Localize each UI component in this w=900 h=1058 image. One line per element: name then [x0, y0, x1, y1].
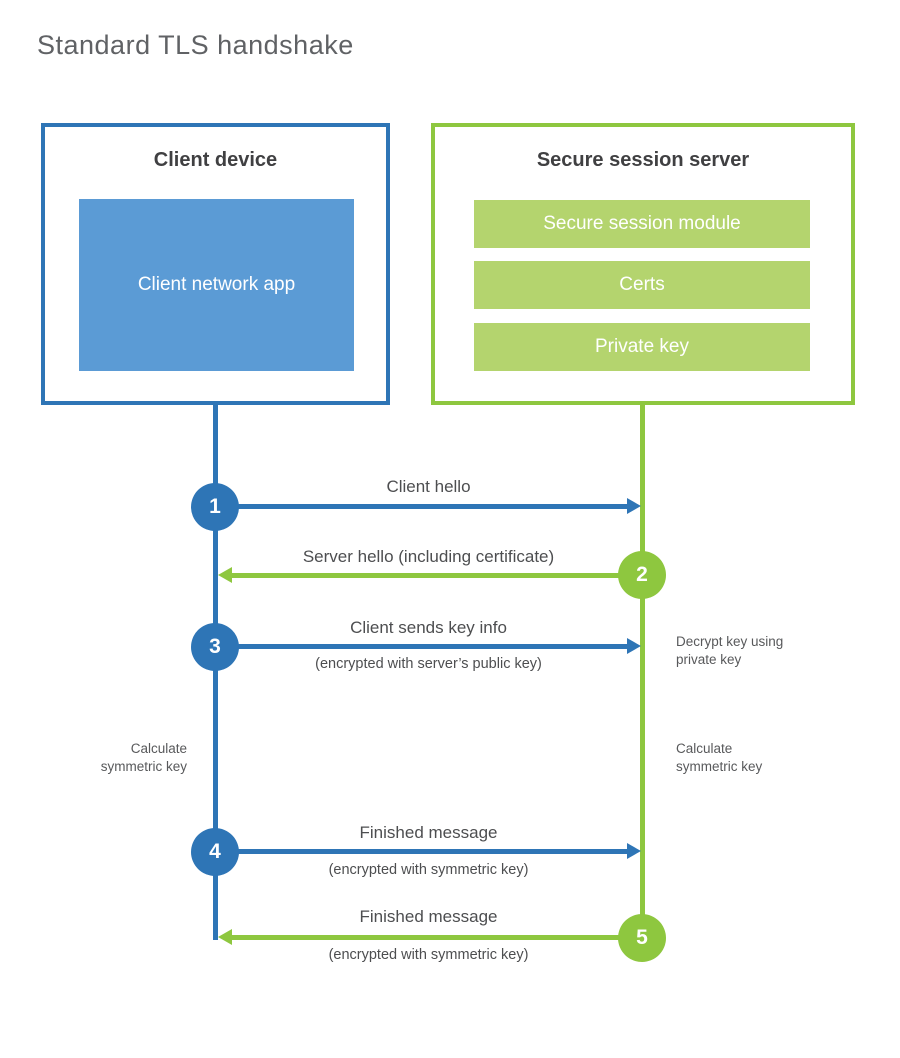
step5-circle: 5: [618, 914, 666, 962]
client-network-app-box: Client network app: [79, 199, 354, 371]
step2-arrow: [218, 567, 642, 583]
arrow-right-icon: [627, 638, 641, 654]
step4-circle: 4: [191, 828, 239, 876]
step1-number: 1: [209, 495, 221, 518]
step3-label: Client sends key info: [350, 618, 507, 637]
calculate-symmetric-key-note-server: Calculate symmetric key: [676, 741, 763, 774]
step5-arrow: [218, 929, 642, 945]
step4-sublabel: (encrypted with symmetric key): [328, 862, 529, 878]
server-module-certs: Certs: [474, 261, 810, 309]
client-lifeline: [213, 405, 218, 940]
secure-session-server-title: Secure session server: [536, 149, 750, 171]
step1-arrow: [215, 498, 641, 514]
step4-arrow: [215, 843, 641, 859]
step1-circle: 1: [191, 483, 239, 531]
step3-circle: 3: [191, 623, 239, 671]
server-lifeline: [640, 405, 645, 938]
secure-session-server-box: Secure session server Secure session mod…: [431, 123, 855, 405]
step2-label: Server hello (including certificate): [302, 547, 555, 566]
step2-circle: 2: [618, 551, 666, 599]
step2-number: 2: [636, 563, 648, 586]
step3-arrow: [215, 638, 641, 654]
page-title: Standard TLS handshake: [37, 30, 354, 60]
client-network-app-label: Client network app: [137, 273, 296, 295]
decrypt-key-note: Decrypt key using private key: [676, 634, 784, 667]
client-device-title: Client device: [153, 149, 278, 171]
step5-label: Finished message: [359, 907, 498, 926]
step5-number: 5: [636, 926, 648, 949]
step3-number: 3: [209, 635, 221, 658]
arrow-left-icon: [218, 929, 232, 945]
arrow-right-icon: [627, 498, 641, 514]
client-device-box: Client device Client network app: [41, 123, 390, 405]
server-module-private-key: Private key: [474, 323, 810, 371]
step4-label: Finished message: [359, 823, 498, 842]
server-module-secure-session: Secure session module: [474, 200, 810, 248]
step4-number: 4: [209, 840, 221, 863]
step1-label: Client hello: [386, 477, 471, 496]
arrow-left-icon: [218, 567, 232, 583]
calculate-symmetric-key-note-client: Calculate symmetric key: [100, 741, 187, 774]
step3-sublabel: (encrypted with server’s public key): [315, 656, 542, 672]
arrow-right-icon: [627, 843, 641, 859]
step5-sublabel: (encrypted with symmetric key): [328, 947, 529, 963]
